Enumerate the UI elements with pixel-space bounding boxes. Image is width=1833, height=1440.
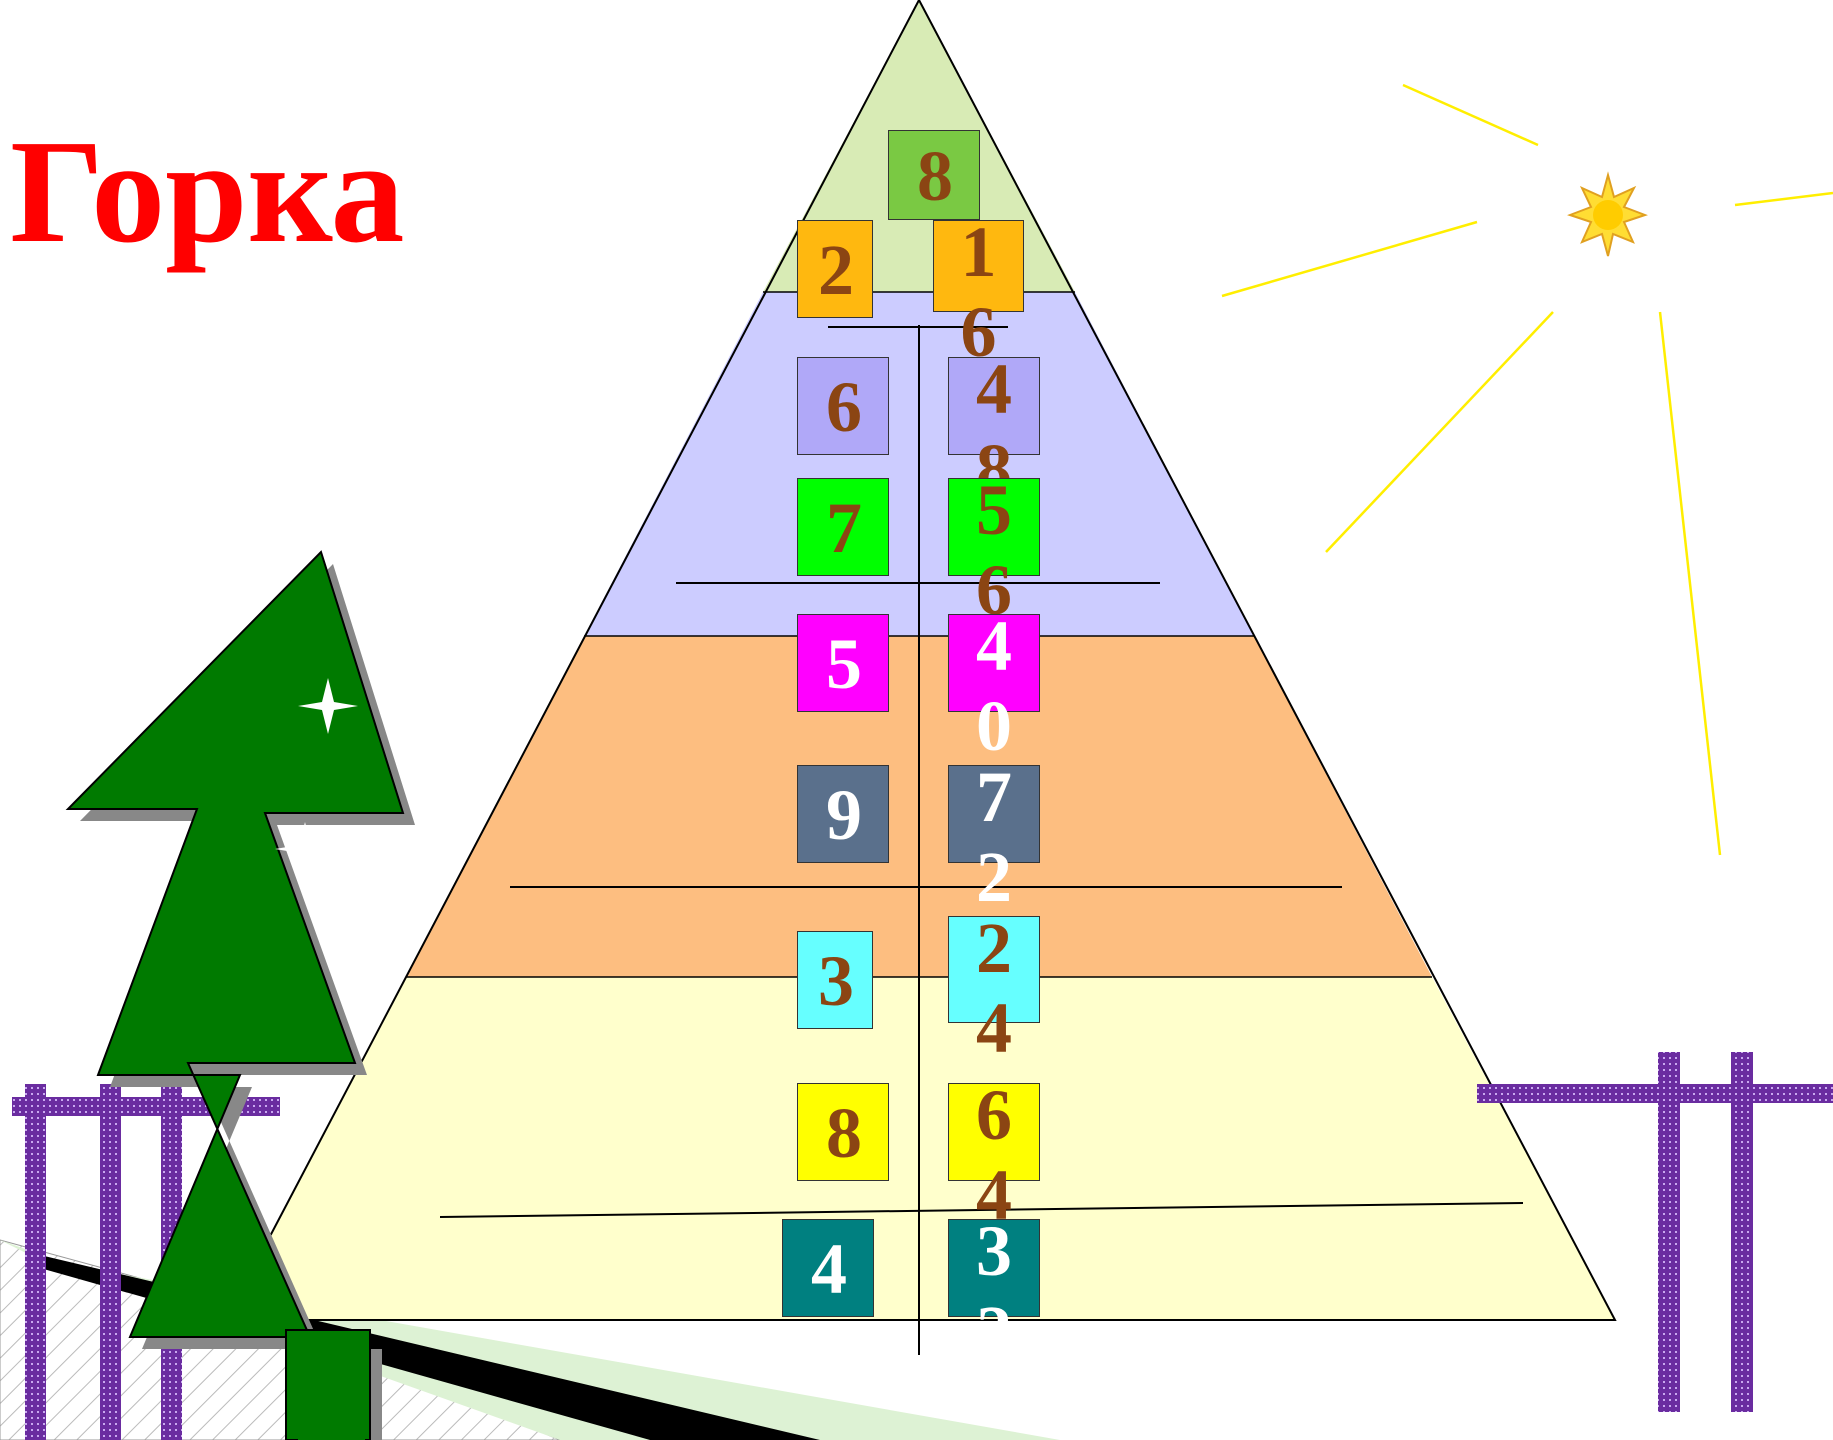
factor-value: 4 <box>789 1233 869 1305</box>
factor-value: 2 <box>796 234 876 306</box>
factor-value: 3 <box>796 945 876 1017</box>
page-title: Горка <box>10 118 405 266</box>
product-value: 40 <box>969 606 1019 766</box>
product-value: 24 <box>969 908 1019 1068</box>
factor-card: 8 <box>888 130 980 220</box>
factor-card: 8 <box>797 1083 889 1181</box>
factor-card: 3 <box>797 931 873 1029</box>
factor-value: 7 <box>804 492 884 564</box>
factor-card: 7 <box>797 478 889 576</box>
sun-icon <box>1570 175 1645 256</box>
factor-card: 6 <box>797 357 889 455</box>
factor-card: 5 <box>797 614 889 712</box>
product-value: 72 <box>969 757 1019 917</box>
factor-value: 6 <box>804 371 884 443</box>
factor-value: 9 <box>804 779 884 851</box>
pyramid-tier-4 <box>226 977 1615 1320</box>
factor-card: 9 <box>797 765 889 863</box>
factor-value: 8 <box>804 1097 884 1169</box>
sun-rays <box>1222 85 1833 855</box>
product-value: 32 <box>969 1211 1019 1371</box>
factor-card: 4 <box>782 1219 874 1317</box>
factor-value: 8 <box>895 140 975 212</box>
factor-value: 5 <box>804 628 884 700</box>
product-value: 16 <box>954 212 1004 372</box>
factor-card: 2 <box>797 220 873 318</box>
